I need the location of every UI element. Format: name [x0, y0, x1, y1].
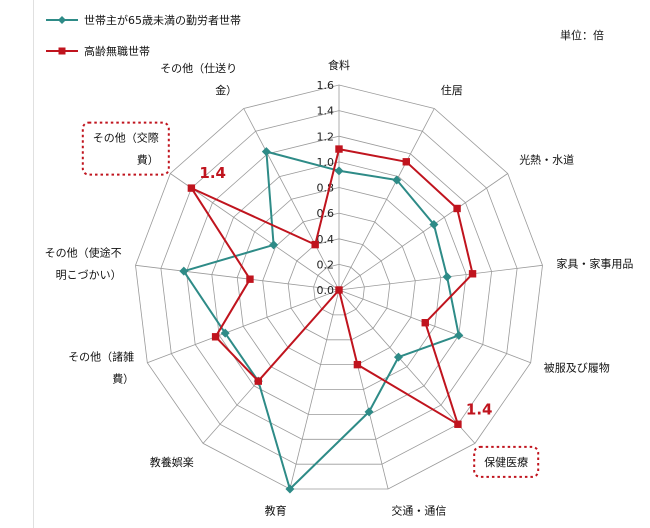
data-point-square	[421, 319, 429, 327]
data-point-square	[246, 275, 254, 283]
grid-spoke	[243, 108, 340, 291]
axis-label: 教育	[265, 504, 287, 518]
data-point-square	[187, 184, 196, 192]
axis-label: 交通・通信	[391, 504, 446, 518]
data-point-diamond	[393, 352, 403, 362]
data-point-diamond	[442, 272, 452, 282]
data-point-diamond	[364, 407, 374, 417]
grid-ring	[236, 187, 442, 390]
axis-label: その他（交際費）	[93, 131, 159, 167]
data-point-square	[335, 145, 343, 153]
data-point-diamond	[334, 166, 344, 176]
annotation-label: 1.4	[466, 400, 493, 418]
legend-label-working-households: 世帯主が65歳未満の勤労者世帯	[84, 14, 241, 27]
grid-spoke	[338, 108, 435, 291]
legend-item-working-households: 世帯主が65歳未満の勤労者世帯	[46, 12, 241, 28]
axis-label: その他（仕送り金）	[160, 61, 237, 97]
data-point-diamond	[269, 240, 279, 250]
axis-label: 保健医療	[484, 455, 528, 469]
axis-label: 住居	[441, 83, 463, 97]
annotation-label: 1.4	[199, 164, 226, 182]
data-point-square	[454, 420, 462, 428]
grid-spoke	[338, 289, 476, 444]
data-point-diamond	[261, 147, 271, 157]
grid-ring	[313, 263, 365, 316]
axis-label: 家具・家事用品	[556, 257, 633, 271]
axis-label: その他（使途不明こづかい）	[45, 246, 122, 282]
data-point-square	[468, 270, 477, 278]
axis-label: 光熱・水道	[519, 153, 574, 167]
grid-ring	[135, 84, 543, 490]
tick-label: 0.0	[317, 284, 335, 297]
grid-spoke	[135, 264, 340, 291]
data-point-square	[402, 158, 410, 166]
grid-ring	[211, 161, 467, 415]
tick-label: 0.4	[317, 233, 335, 246]
tick-label: 1.6	[317, 79, 335, 92]
data-point-square	[311, 240, 319, 249]
data-point-diamond	[220, 328, 230, 338]
data-point-square	[211, 333, 220, 341]
axis-label: 教養娯楽	[150, 455, 194, 469]
axis-label: 被服及び履物	[544, 361, 610, 375]
grid-ring	[287, 238, 391, 341]
page-edge-rule	[33, 0, 34, 528]
data-point-diamond	[285, 484, 295, 494]
grid-ring	[160, 110, 518, 465]
legend-red-square-icon	[46, 47, 78, 55]
data-point-diamond	[454, 330, 464, 340]
grid-spoke	[338, 289, 531, 364]
legend-label-retired-households: 高齢無職世帯	[84, 45, 150, 58]
data-point-diamond	[392, 175, 402, 185]
grid-spoke	[289, 289, 340, 490]
data-point-square	[453, 204, 461, 213]
tick-label: 1.4	[317, 105, 335, 118]
tick-label: 0.6	[317, 207, 335, 220]
legend-teal-diamond-icon	[46, 16, 78, 24]
series-line	[190, 148, 474, 426]
tick-label: 1.2	[317, 130, 335, 143]
data-point-diamond	[429, 219, 439, 229]
data-point-square	[254, 377, 262, 385]
data-point-diamond	[179, 266, 189, 276]
tick-label: 0.2	[317, 258, 335, 271]
grid-spoke	[147, 289, 340, 364]
grid-spoke	[338, 264, 543, 291]
legend-item-retired-households: 高齢無職世帯	[46, 43, 150, 59]
series-line	[182, 150, 460, 490]
data-point-square	[335, 286, 343, 294]
grid-spoke	[338, 173, 508, 291]
data-point-square	[353, 360, 362, 369]
highlight-box	[81, 121, 170, 176]
axis-label: 食料	[328, 58, 350, 72]
grid-spoke	[170, 173, 340, 291]
grid-ring	[262, 212, 416, 366]
unit-label: 単位：倍	[560, 29, 604, 42]
axis-label: その他（諸雑費）	[68, 350, 134, 386]
